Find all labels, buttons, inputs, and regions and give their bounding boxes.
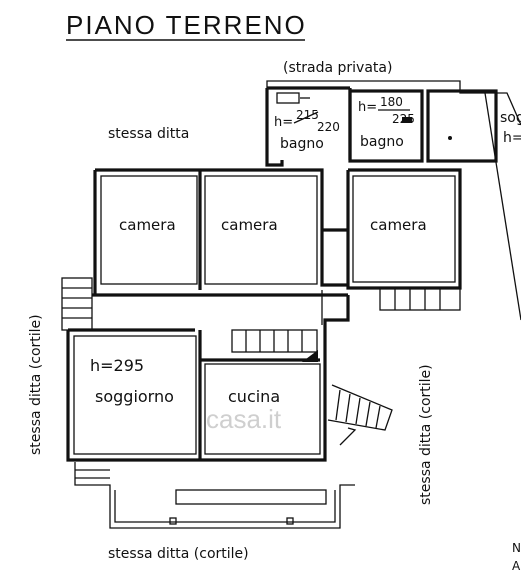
label-right-edge-h: h= xyxy=(503,130,521,146)
label-strada-privata: (strada privata) xyxy=(283,60,392,76)
room-camera-2: camera xyxy=(221,216,278,234)
label-bottom-right-2: A xyxy=(512,559,521,573)
soggiorno-height: h=295 xyxy=(90,356,144,375)
bagno-1-h-new: 220 xyxy=(317,120,340,134)
bagno-2-h-label: h= xyxy=(358,100,377,115)
bagno-1-h-label: h= xyxy=(274,115,293,130)
room-bagno-2: bagno xyxy=(360,134,404,150)
external-stair-right xyxy=(327,384,393,446)
room-soggiorno: soggiorno xyxy=(95,387,174,406)
bottom-terrace xyxy=(74,462,355,529)
external-stair-left xyxy=(61,277,93,331)
watermark: casa.it xyxy=(206,404,282,434)
room-bagno-1: bagno xyxy=(280,136,324,152)
main-building-walls xyxy=(66,168,462,462)
label-stessa-ditta-bottom: stessa ditta (cortile) xyxy=(108,546,249,562)
label-stessa-ditta-top: stessa ditta xyxy=(108,126,189,142)
plan-title: PIANO TERRENO xyxy=(66,10,307,40)
label-right-edge-sog: sog xyxy=(500,110,521,126)
bagno-1-h-old: 215 xyxy=(296,108,319,122)
internal-stair xyxy=(231,329,318,362)
stair-camera-3 xyxy=(379,287,461,311)
label-bottom-right-1: N xyxy=(512,541,521,555)
room-camera-3: camera xyxy=(370,216,427,234)
bagno-2-h-new: 225 xyxy=(392,112,415,126)
room-cucina: cucina xyxy=(228,387,280,406)
annex-top xyxy=(265,86,498,167)
label-stessa-ditta-left: stessa ditta (cortile) xyxy=(28,314,44,455)
room-camera-1: camera xyxy=(119,216,176,234)
label-stessa-ditta-right: stessa ditta (cortile) xyxy=(418,364,434,505)
bagno-2-h-old: 180 xyxy=(380,95,403,109)
